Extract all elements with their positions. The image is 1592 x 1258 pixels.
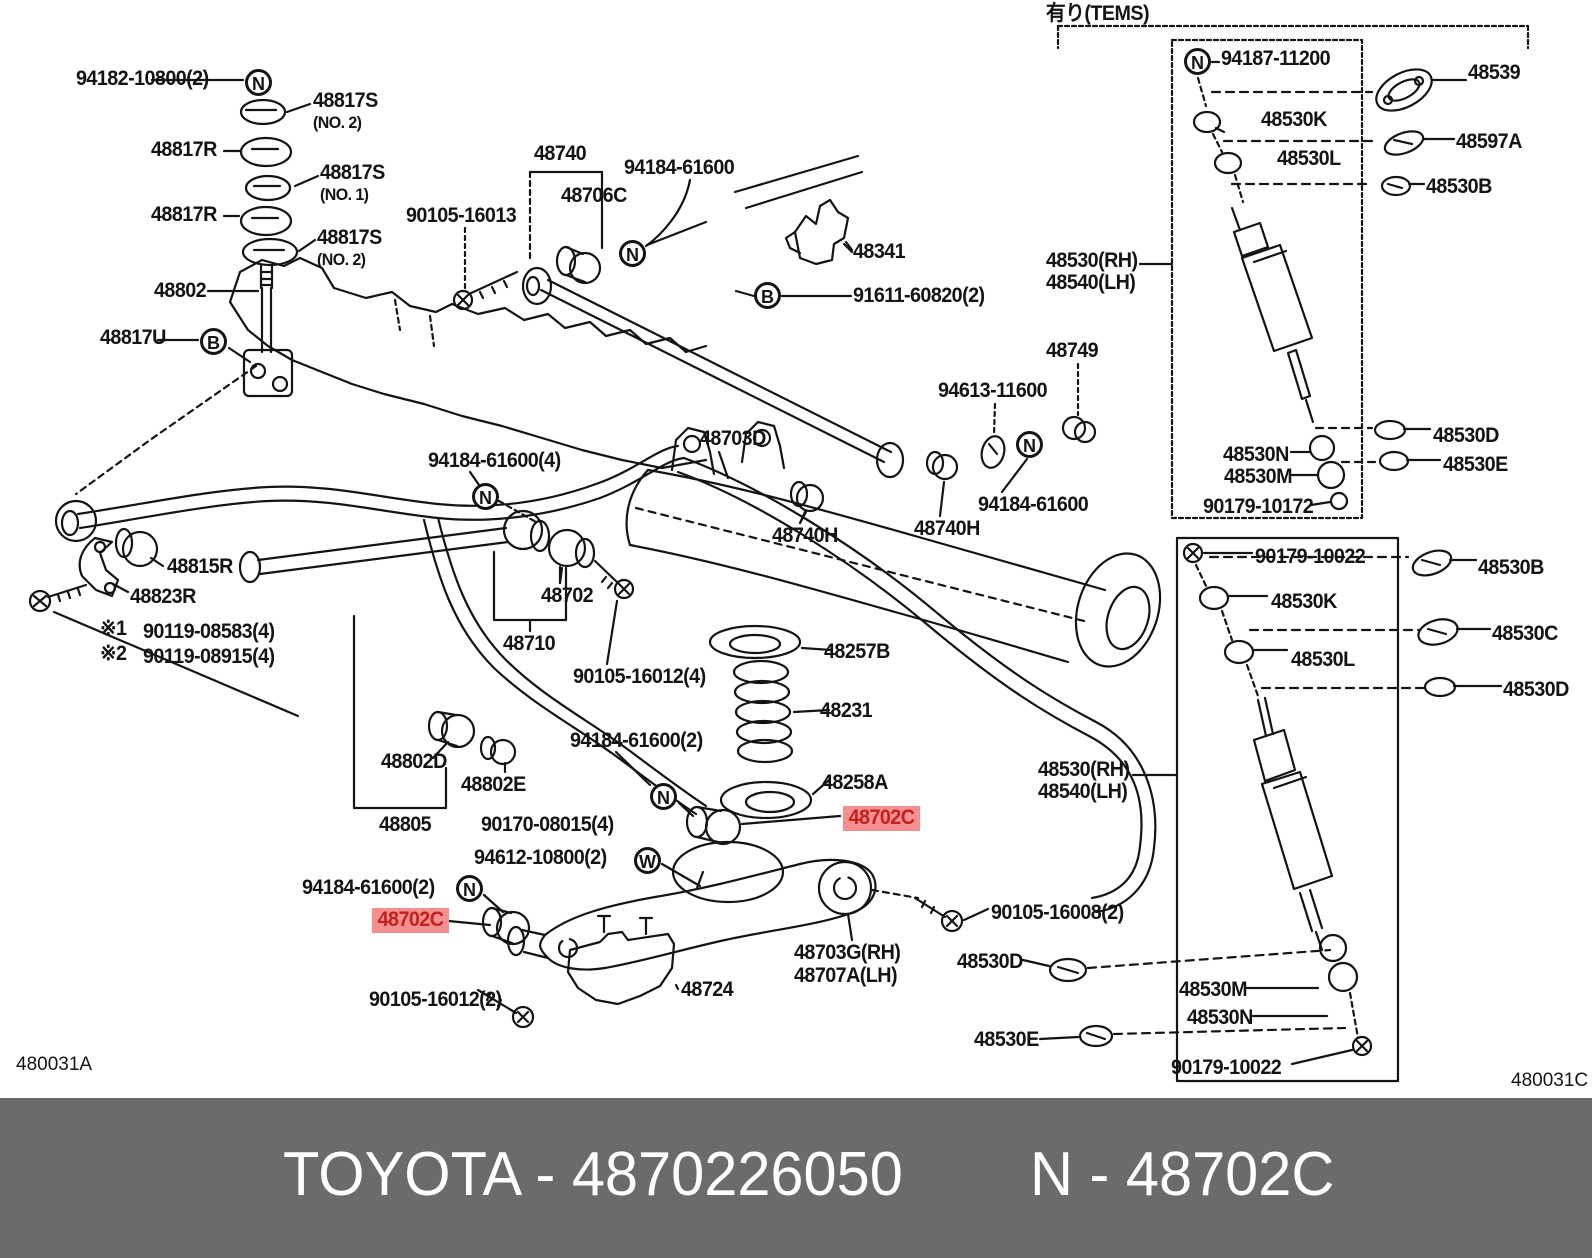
part-number-label: 48817S xyxy=(320,161,385,184)
part-number-label: 90105-16008(2) xyxy=(991,901,1124,924)
part-number-label: 48724 xyxy=(681,978,734,1001)
part-number-label: 48530B xyxy=(1426,175,1492,198)
part-number-label: 48817R xyxy=(151,138,217,161)
part-number-label: 48539 xyxy=(1468,61,1521,84)
highlighted-part-label: 48702C xyxy=(372,908,450,934)
part-number-label: 94184-61600 xyxy=(978,493,1089,516)
part-number-label: 48740H xyxy=(914,517,980,540)
highlighted-part-label: 48702C xyxy=(843,806,921,832)
part-number-label: ※2 xyxy=(100,642,127,665)
part-number-label: 48530M xyxy=(1224,465,1293,488)
part-number-label: 48530(RH) xyxy=(1046,249,1138,272)
tems-header-label: 有り(TEMS) xyxy=(1046,2,1150,25)
part-number-label: 90105-16012(4) xyxy=(573,665,706,688)
circled-letter-callout: N xyxy=(1016,431,1043,458)
part-number-label: 48530K xyxy=(1271,590,1337,613)
part-number-label: 48597A xyxy=(1456,130,1522,153)
part-number-label: 94184-61600(2) xyxy=(302,876,435,899)
part-number-label: 48703G(RH) xyxy=(794,941,901,964)
part-number-label: 94184-61600 xyxy=(624,156,735,179)
part-number-label: 48817R xyxy=(151,203,217,226)
part-number-label: 48530N xyxy=(1187,1006,1253,1029)
part-number-label: 48530D xyxy=(957,950,1023,973)
part-number-label: 91611-60820(2) xyxy=(853,284,985,307)
part-number-label: 48706C xyxy=(561,184,627,207)
part-number-label: 94184-61600(2) xyxy=(570,729,703,752)
part-number-label: (NO. 2) xyxy=(317,250,366,269)
part-number-label: 94182-10800(2) xyxy=(76,67,209,90)
circled-letter-callout: N xyxy=(650,783,677,810)
part-number-label: 48530N xyxy=(1223,443,1289,466)
diagram-line-art xyxy=(28,24,1530,1083)
part-number-label: 48815R xyxy=(167,555,233,578)
part-number-label: 48530D xyxy=(1503,678,1569,701)
part-number-label: 48341 xyxy=(853,240,906,263)
part-number-label: 48530E xyxy=(974,1028,1039,1051)
part-number-label: 48802 xyxy=(154,279,207,302)
part-number-label: 48703D xyxy=(700,427,766,450)
part-number-label: 90170-08015(4) xyxy=(481,813,614,836)
part-number-label: 90179-10172 xyxy=(1203,495,1314,518)
part-number-label: 48530(RH) xyxy=(1038,758,1130,781)
part-number-label: 48707A(LH) xyxy=(794,964,898,987)
part-number-label: (NO. 2) xyxy=(313,113,362,132)
part-number-label: 94187-11200 xyxy=(1221,47,1331,70)
part-number-label: 48702 xyxy=(541,584,594,607)
part-number-label: 48802E xyxy=(461,773,526,796)
part-number-label: 48530D xyxy=(1433,424,1499,447)
drawing-number-label: 480031C xyxy=(1511,1070,1589,1091)
part-number-label: ※1 xyxy=(100,617,127,640)
banner-part-number: TOYOTA - 4870226050 xyxy=(283,1140,903,1209)
part-number-label: 48258A xyxy=(822,771,888,794)
part-number-label: (NO. 1) xyxy=(320,185,369,204)
part-number-label: 48530L xyxy=(1277,147,1341,170)
part-number-label: 48530B xyxy=(1478,556,1544,579)
circled-letter-callout: N xyxy=(472,483,499,510)
part-number-label: 90179-10022 xyxy=(1171,1056,1282,1079)
part-number-label: 48802D xyxy=(381,750,447,773)
part-number-label: 48530K xyxy=(1261,108,1327,131)
part-number-label: 48817S xyxy=(313,89,378,112)
circled-letter-callout: N xyxy=(245,69,272,96)
part-number-label: 48817U xyxy=(100,326,166,349)
part-number-label: 48530M xyxy=(1179,978,1248,1001)
part-number-label: 48817S xyxy=(317,226,382,249)
circled-letter-callout: W xyxy=(634,847,661,874)
banner-part-code: N - 48702C xyxy=(1030,1140,1335,1209)
part-number-label: 90105-16012(2) xyxy=(369,988,502,1011)
circled-letter-callout: N xyxy=(456,875,483,902)
part-number-label: 94184-61600(4) xyxy=(428,449,561,472)
part-number-label: 90105-16013 xyxy=(406,204,517,227)
circled-letter-callout: N xyxy=(619,240,646,267)
part-number-label: 48710 xyxy=(503,632,556,655)
part-number-label: 48231 xyxy=(820,699,873,722)
circled-letter-callout: B xyxy=(754,282,781,309)
part-number-label: 48540(LH) xyxy=(1038,780,1128,803)
part-number-label: 90119-08915(4) xyxy=(143,645,275,668)
footer-banner: TOYOTA - 4870226050 N - 48702C xyxy=(0,1098,1592,1258)
part-number-label: 48823R xyxy=(130,585,196,608)
part-number-label: 90119-08583(4) xyxy=(143,620,275,643)
part-number-label: 48530L xyxy=(1291,648,1355,671)
part-number-label: 90179-10022 xyxy=(1255,545,1366,568)
part-number-label: 48805 xyxy=(379,813,432,836)
part-number-label: 94613-11600 xyxy=(938,379,1048,402)
circled-letter-callout: N xyxy=(1184,48,1211,75)
part-number-label: 48749 xyxy=(1046,339,1099,362)
part-number-label: 48257B xyxy=(824,640,890,663)
part-number-label: 48740 xyxy=(534,142,587,165)
part-number-label: 48530C xyxy=(1492,622,1558,645)
part-number-label: 94612-10800(2) xyxy=(474,846,607,869)
part-number-label: 48540(LH) xyxy=(1046,271,1136,294)
part-number-label: 48740H xyxy=(772,524,838,547)
drawing-number-label: 480031A xyxy=(16,1054,93,1075)
part-number-label: 48530E xyxy=(1443,453,1508,476)
circled-letter-callout: B xyxy=(200,328,227,355)
